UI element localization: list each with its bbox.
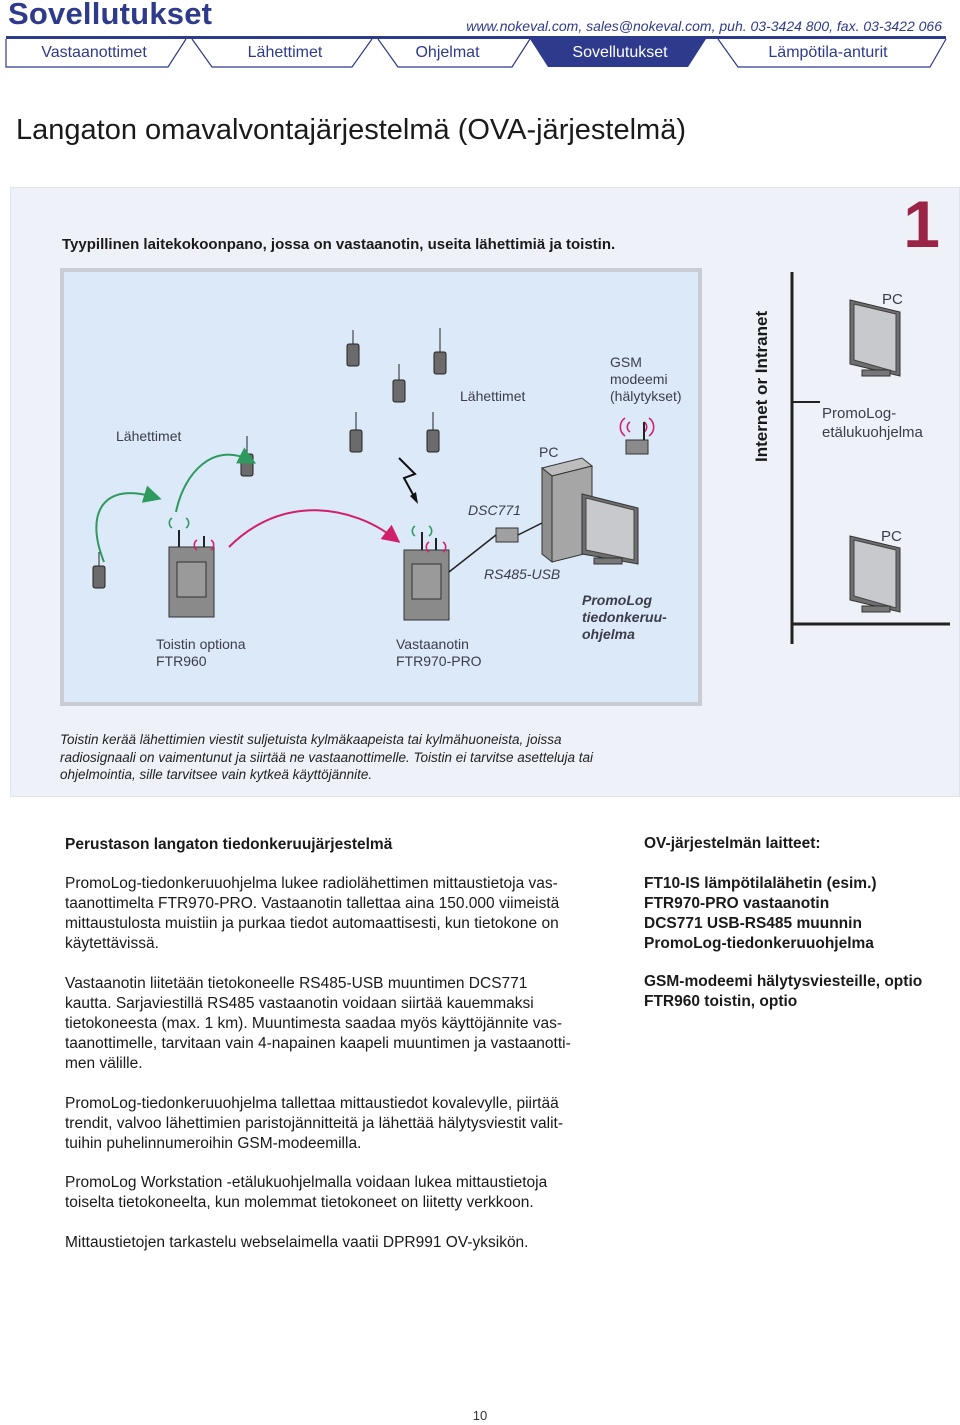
label-pc-bottom: PC [881,528,902,545]
transmitter-icon [240,436,254,477]
list-item: DCS771 USB-RS485 muunnin [644,915,862,932]
top-nav: Vastaanottimet Lähettimet Ohjelmat Sovel… [0,38,960,70]
figure-caption: Toistin kerää lähettimien viestit suljet… [60,732,594,782]
contact-info: www.nokeval.com, sales@nokeval.com, puh.… [466,18,942,34]
figure-subtitle: Tyypillinen laitekokoonpano, jossa on va… [62,236,616,253]
label-pc-top-software: PromoLog- etälukuohjelma [822,405,923,441]
network-label: Internet or Intranet [752,310,771,462]
transmitter-icon [392,364,406,403]
optional-device-list: GSM-modeemi hälytysviesteille, optio FTR… [644,972,922,1012]
right-column-title: OV-järjestelmän laitteet: [644,835,821,852]
section-number: 1 [903,187,940,261]
left-column-title: Perustason langaton tiedonkeruujärjestel… [65,836,393,853]
transmitter-icon [426,412,440,453]
list-item: FTR960 toistin, optio [644,993,798,1010]
paragraph: Mittaustietojen tarkastelu webselaimella… [65,1234,529,1251]
system-diagram: Lähettimet Lähettimet GSM modeemi (hälyt… [60,268,702,706]
dsc771-converter-icon [448,521,545,573]
paragraph: PromoLog-tiedonkeruuohjelma tallettaa mi… [65,1095,563,1152]
tab-lahettimet[interactable]: Lähettimet [247,44,323,61]
paragraph: Vastaanotin liitetään tietokoneelle RS48… [65,975,571,1072]
label-rs485-usb: RS485-USB [484,566,561,582]
label-dsc771: DSC771 [468,502,521,518]
label-repeater: Toistin optiona FTR960 [156,636,246,669]
page-title: Langaton omavalvontajärjestelmä (OVA-jär… [16,114,686,146]
label-receiver: Vastaanotin FTR970-PRO [396,636,482,669]
label-gsm: GSM modeemi (hälytykset) [610,354,682,404]
page-number: 10 [472,1408,488,1423]
transmitter-icon [346,330,360,367]
list-item: FTR970-PRO vastaanotin [644,895,830,912]
pc-monitor-icon [849,299,901,377]
device-list: FT10-IS lämpötilalähetin (esim.) FTR970-… [644,874,877,954]
tab-vastaanottimet[interactable]: Vastaanottimet [41,44,147,61]
nav-tab-shapes [5,38,947,68]
list-item: GSM-modeemi hälytysviesteille, optio [644,973,923,990]
repeater-device-icon [168,530,215,618]
network-label-wrap: Internet or Intranet [752,311,778,632]
label-promolog: PromoLog tiedonkeruu- ohjelma [582,592,667,642]
label-transmitters-mid: Lähettimet [460,388,526,404]
tab-ohjelmat[interactable]: Ohjelmat [415,44,480,61]
list-item: FT10-IS lämpötilalähetin (esim.) [644,875,877,892]
transmitter-icon [433,328,447,375]
network-graphics [790,272,950,644]
brand-title: Sovellutukset [8,0,213,31]
transmitter-icon [92,552,106,589]
pc-monitor-icon [849,535,901,613]
label-transmitters-left: Lähettimet [116,428,182,444]
gsm-modem-icon [625,422,649,455]
pc-monitor-icon [581,493,639,565]
label-pc-top: PC [882,291,903,308]
list-item: PromoLog-tiedonkeruuohjelma [644,935,874,952]
paragraph: PromoLog Workstation -etälukuohjelmalla … [65,1174,548,1211]
paragraph: PromoLog-tiedonkeruuohjelma lukee radiol… [65,875,560,952]
label-pc-mid: PC [539,444,559,460]
diagram-graphics [92,328,655,621]
receiver-device-icon [403,532,450,621]
nav-divider [6,36,946,39]
tab-lampotila-anturit[interactable]: Lämpötila-anturit [768,44,888,61]
tab-sovellutukset[interactable]: Sovellutukset [572,44,668,61]
transmitter-icon [349,412,363,453]
